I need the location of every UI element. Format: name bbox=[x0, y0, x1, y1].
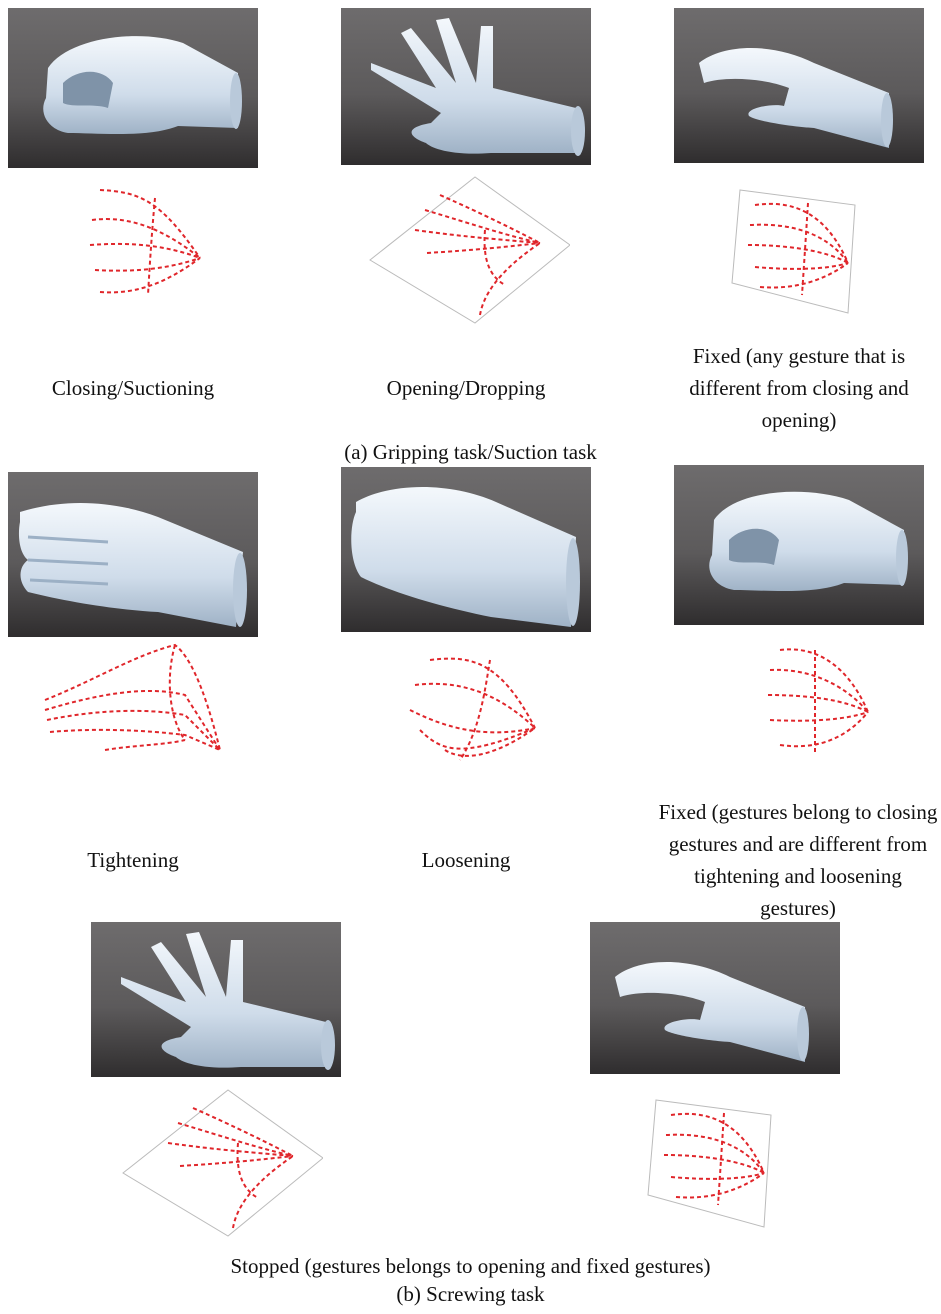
caption-gripping-task: (a) Gripping task/Suction task bbox=[0, 438, 941, 466]
fixed-hand-render bbox=[674, 8, 924, 163]
tightening-skeleton bbox=[35, 640, 235, 765]
closing-skeleton bbox=[70, 180, 220, 330]
fixed-b-skeleton bbox=[760, 640, 880, 770]
loosening-skeleton bbox=[400, 650, 545, 770]
stopped-fixed-skeleton bbox=[646, 1095, 776, 1230]
label-closing-suctioning: Closing/Suctioning bbox=[8, 372, 258, 404]
caption-screwing-task: (b) Screwing task bbox=[0, 1280, 941, 1308]
label-opening-dropping: Opening/Dropping bbox=[341, 372, 591, 404]
label-stopped: Stopped (gestures belongs to opening and… bbox=[0, 1252, 941, 1280]
stopped-opening-hand-render bbox=[91, 922, 341, 1077]
tightening-hand-render bbox=[8, 472, 258, 637]
label-tightening: Tightening bbox=[8, 844, 258, 876]
stopped-opening-skeleton bbox=[118, 1088, 323, 1238]
fixed-skeleton bbox=[730, 185, 860, 315]
closing-hand-render bbox=[8, 8, 258, 168]
label-fixed-a: Fixed (any gesture that is different fro… bbox=[660, 340, 938, 436]
opening-hand-render bbox=[341, 8, 591, 165]
fixed-b-hand-render bbox=[674, 465, 924, 625]
label-fixed-b: Fixed (gestures belong to closing gestur… bbox=[656, 796, 940, 924]
opening-skeleton bbox=[365, 175, 570, 325]
label-loosening: Loosening bbox=[341, 844, 591, 876]
stopped-fixed-hand-render bbox=[590, 922, 840, 1074]
loosening-hand-render bbox=[341, 467, 591, 632]
